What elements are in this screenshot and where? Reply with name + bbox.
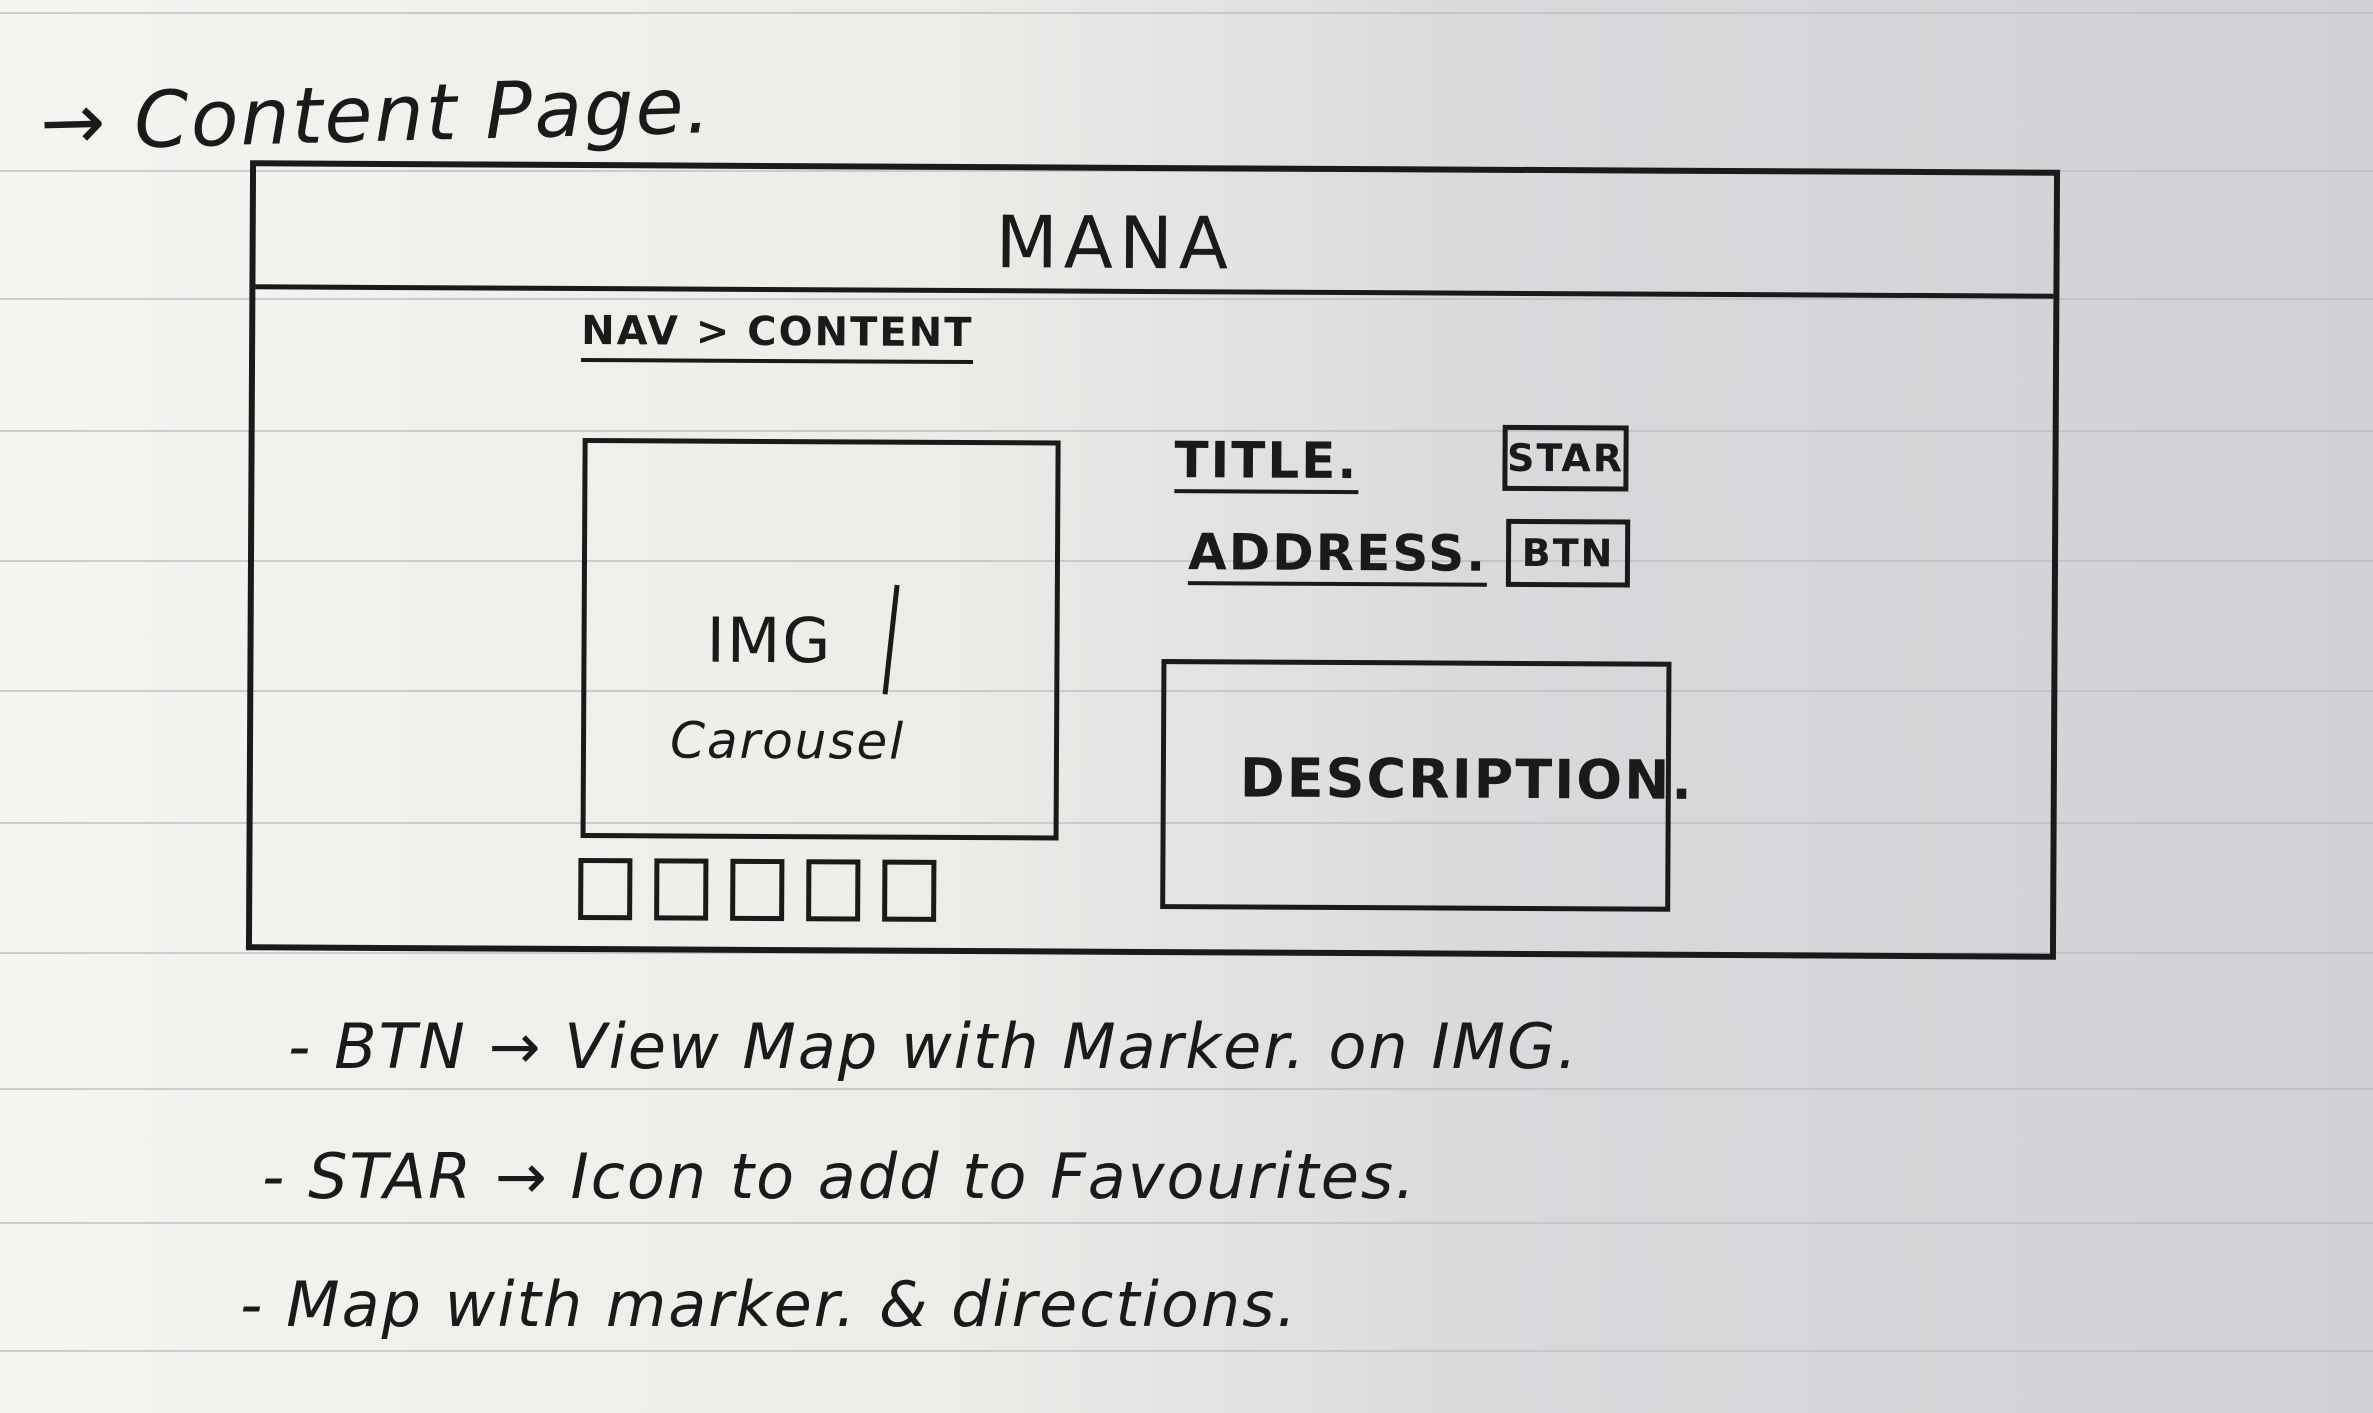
carousel-thumbnails: [578, 857, 937, 922]
thumbnail[interactable]: [654, 858, 709, 921]
note-star: - STAR → Icon to add to Favourites.: [262, 1140, 1417, 1213]
map-button[interactable]: BTN: [1505, 518, 1631, 588]
breadcrumb[interactable]: NAV > CONTENT: [581, 308, 974, 365]
thumbnail[interactable]: [806, 859, 861, 922]
wireframe-header: MANA: [255, 166, 2055, 299]
img-label: IMG: [706, 603, 833, 678]
note-btn: - BTN → View Map with Marker. on IMG.: [288, 1010, 1579, 1083]
wireframe-frame: MANA NAV > CONTENT IMG Carousel TITLE. S…: [245, 160, 2061, 960]
description-box: DESCRIPTION.: [1160, 659, 1694, 912]
description-label: DESCRIPTION.: [1239, 746, 1695, 812]
app-name: MANA: [995, 200, 1235, 286]
star-button[interactable]: STAR: [1502, 424, 1629, 492]
title-label: TITLE.: [1174, 431, 1359, 495]
thumbnail[interactable]: [730, 858, 785, 922]
thumbnail[interactable]: [882, 859, 937, 922]
image-carousel[interactable]: IMG Carousel: [580, 438, 1061, 841]
page-title: → Content Page.: [38, 61, 714, 169]
img-cursor-mark: [882, 584, 900, 695]
note-map: - Map with marker. & directions.: [240, 1268, 1299, 1341]
thumbnail[interactable]: [578, 857, 633, 921]
address-label: ADDRESS.: [1187, 523, 1488, 587]
carousel-label: Carousel: [669, 711, 906, 771]
